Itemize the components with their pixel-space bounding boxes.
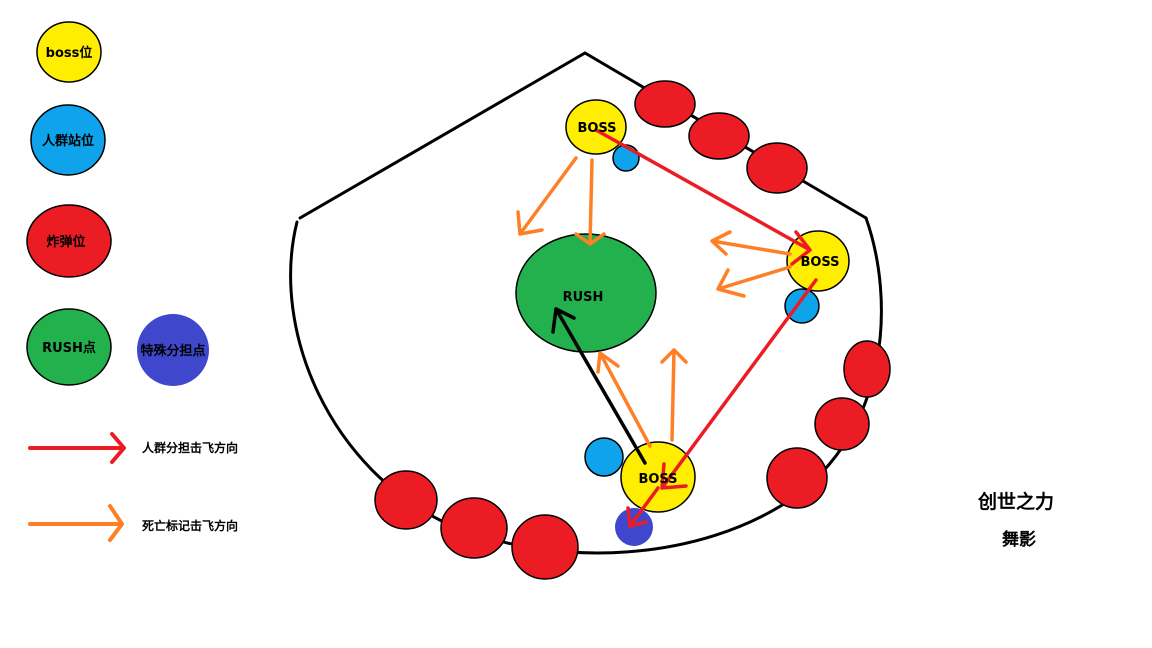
bomb-positions — [374, 80, 891, 580]
crowd-position — [612, 144, 640, 172]
legend-boss-swatch — [36, 21, 102, 83]
orange-arrow — [716, 265, 792, 298]
boss-label: BOSS — [577, 121, 616, 136]
orange-arrow — [574, 158, 606, 246]
crowd-positions — [584, 144, 820, 477]
legend-rush: RUSH点 — [26, 308, 112, 386]
rush-point-label: RUSH — [563, 290, 604, 305]
legend-rush-swatch — [26, 308, 112, 386]
page-title: 创世之力 — [977, 490, 1054, 513]
boss-position — [620, 441, 696, 513]
bomb-position — [688, 112, 750, 160]
crowd-knockback-arrows — [594, 128, 818, 528]
rush-point — [515, 233, 657, 353]
bomb-position — [440, 497, 508, 559]
red-arrow — [626, 486, 660, 528]
legend-red-arrow-icon — [28, 432, 126, 464]
bomb-position — [374, 470, 438, 530]
bomb-position — [766, 447, 828, 509]
boss-position — [565, 99, 627, 155]
legend-red-arrow: 人群分担击飞方向 — [28, 432, 238, 464]
bomb-position — [511, 514, 579, 580]
page-subtitle: 舞影 — [1002, 529, 1036, 550]
legend-orange-arrow-icon — [28, 504, 124, 542]
legend-rush-label: RUSH点 — [42, 340, 96, 356]
legend-special: 特殊分担点 — [137, 314, 209, 386]
legend-crowd-swatch — [30, 104, 106, 176]
legend-red-arrow-label: 人群分担击飞方向 — [142, 440, 238, 455]
red-arrow — [594, 128, 812, 266]
rush-arrow — [551, 307, 647, 465]
bomb-position — [843, 340, 891, 398]
legend-special-label: 特殊分担点 — [140, 343, 205, 359]
special-share-point — [615, 508, 653, 546]
red-arrow — [660, 278, 818, 490]
death-knockback-arrows — [516, 156, 792, 448]
legend-bomb: 炸弹位 — [26, 204, 112, 278]
bomb-position — [746, 142, 808, 194]
legend-boss: boss位 — [36, 21, 102, 83]
crowd-position — [584, 437, 624, 477]
legend-boss-label: boss位 — [46, 45, 93, 61]
legend-orange-arrow-label: 死亡标记击飞方向 — [142, 518, 238, 533]
bomb-position — [814, 397, 870, 451]
legend-bomb-swatch — [26, 204, 112, 278]
bomb-position — [634, 80, 696, 128]
orange-arrow — [660, 348, 688, 442]
legend: boss位 人群站位 炸弹位 RUSH点 特殊分担点 人群分担击飞方向 死亡标记… — [26, 21, 238, 542]
legend-crowd: 人群站位 — [30, 104, 106, 176]
crowd-position — [784, 288, 820, 324]
boss-label: BOSS — [638, 472, 677, 487]
orange-arrow — [596, 351, 652, 448]
legend-bomb-label: 炸弹位 — [46, 234, 85, 250]
orange-arrow — [710, 230, 792, 256]
orange-arrow — [516, 156, 578, 236]
legend-orange-arrow: 死亡标记击飞方向 — [28, 504, 238, 542]
boss-label: BOSS — [800, 255, 839, 270]
legend-special-swatch — [137, 314, 209, 386]
legend-crowd-label: 人群站位 — [42, 133, 94, 149]
